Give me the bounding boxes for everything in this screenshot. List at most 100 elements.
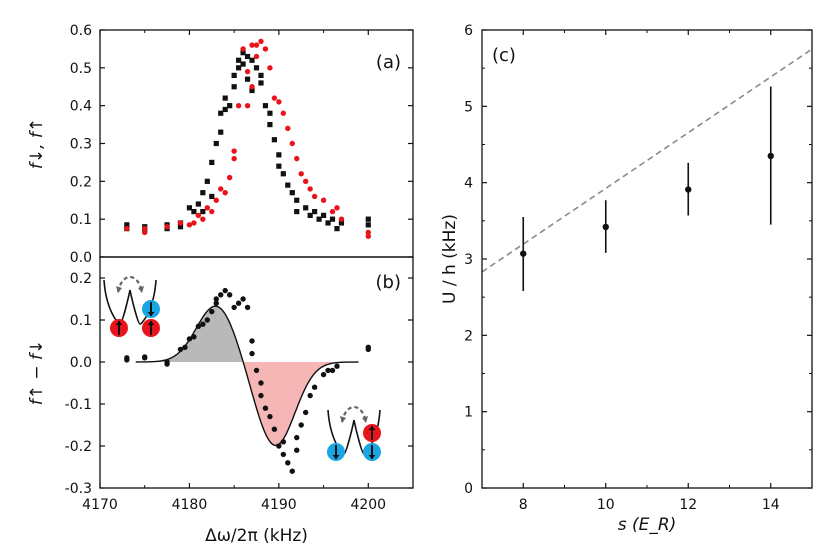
spin-arrow-head-icon: [368, 455, 376, 459]
data-point-square: [231, 84, 237, 90]
data-point-square: [289, 190, 295, 196]
data-point-square: [280, 171, 286, 177]
data-point-circle: [195, 212, 202, 219]
y-tick-label: 0: [464, 481, 473, 497]
spin-arrow-head-icon: [368, 426, 376, 430]
data-point-square: [209, 193, 215, 200]
data-point-circle: [253, 53, 260, 60]
y-tick-label: 0.0: [70, 250, 92, 266]
data-point-square: [177, 224, 184, 230]
data-point-square: [316, 216, 322, 222]
data-point-square: [240, 50, 246, 56]
data-point: [213, 300, 219, 306]
data-point-square: [338, 220, 345, 226]
data-point-circle: [177, 220, 184, 226]
data-point: [267, 413, 273, 420]
data-point-square: [209, 159, 215, 166]
x-tick-label: 8: [519, 497, 528, 513]
y-tick-label: -0.2: [65, 439, 92, 455]
data-point-circle: [320, 197, 327, 203]
data-point: [334, 363, 340, 369]
data-point-circle: [334, 205, 340, 211]
data-point: [258, 392, 264, 399]
data-point-circle: [240, 46, 246, 52]
data-point: [685, 186, 692, 193]
panel-label-c: (c): [492, 45, 516, 66]
data-point: [276, 443, 282, 449]
data-point-square: [307, 212, 313, 218]
panel-label-b: (b): [376, 272, 401, 293]
data-point-square: [334, 226, 340, 232]
data-point-circle: [249, 84, 255, 90]
data-point: [231, 304, 237, 311]
data-point-square: [294, 209, 300, 215]
data-point-square: [325, 220, 331, 226]
y-tick-label: 3: [464, 252, 473, 268]
positive-fill-area: [135, 306, 360, 362]
data-point: [320, 371, 327, 378]
trend-dashed-line: [481, 48, 813, 273]
y-tick-label: 5: [464, 99, 473, 115]
data-point-square: [365, 222, 371, 228]
data-point: [200, 321, 206, 327]
data-point-square: [249, 57, 255, 63]
y-tick-label: -0.3: [65, 481, 92, 497]
y-tick-label: 0.5: [70, 61, 92, 77]
data-point-square: [236, 57, 242, 63]
data-point-circle: [200, 216, 206, 222]
y-tick-label: 2: [464, 328, 473, 344]
data-point: [209, 308, 215, 315]
spin-arrow-head-icon: [115, 321, 123, 325]
data-point-circle: [222, 189, 228, 196]
data-point-circle: [307, 186, 313, 192]
data-point-square: [204, 178, 210, 184]
x-tick-label: 12: [679, 497, 697, 513]
data-point-square: [213, 140, 219, 147]
data-point: [271, 426, 278, 432]
data-point-circle: [262, 46, 269, 52]
data-point-circle: [226, 174, 233, 181]
data-point-circle: [365, 233, 371, 239]
data-point: [289, 468, 295, 474]
data-point-square: [258, 72, 264, 78]
data-point: [195, 323, 202, 329]
data-point-square: [244, 53, 251, 60]
data-point: [249, 350, 255, 357]
data-point: [329, 367, 336, 374]
inset-double-well-left: [103, 275, 160, 337]
spin-arrow-head-icon: [147, 321, 155, 325]
inset-double-well-right: [327, 405, 381, 461]
data-point-square: [312, 209, 318, 215]
data-point: [182, 344, 188, 350]
negative-fill-area: [135, 362, 360, 446]
data-point: [204, 317, 211, 323]
data-point-square: [195, 201, 201, 207]
data-point: [325, 367, 331, 374]
fit-curve: [135, 305, 359, 447]
x-tick-label: 4170: [82, 497, 118, 513]
data-point: [218, 292, 224, 298]
data-point-circle: [329, 208, 336, 215]
data-point-circle: [231, 148, 237, 154]
data-point: [222, 287, 228, 294]
data-point-circle: [164, 224, 170, 230]
data-point-square: [186, 205, 193, 211]
data-point-circle: [365, 229, 371, 236]
data-point-square: [329, 216, 336, 222]
data-point-circle: [280, 110, 287, 116]
data-point-circle: [249, 42, 255, 48]
data-point-circle: [204, 205, 211, 211]
x-tick-label: 14: [762, 497, 780, 513]
data-point-circle: [209, 208, 215, 215]
data-point-square: [236, 65, 242, 71]
y-tick-label: 0.4: [70, 99, 92, 115]
tunneling-arrow: [340, 405, 368, 423]
y-tick-label: 0.1: [70, 313, 92, 329]
data-point: [307, 392, 313, 399]
x-axis-title: Δω/2π (kHz): [205, 526, 308, 546]
x-tick-label: 4180: [172, 497, 208, 513]
arrow-head-icon: [340, 416, 346, 423]
